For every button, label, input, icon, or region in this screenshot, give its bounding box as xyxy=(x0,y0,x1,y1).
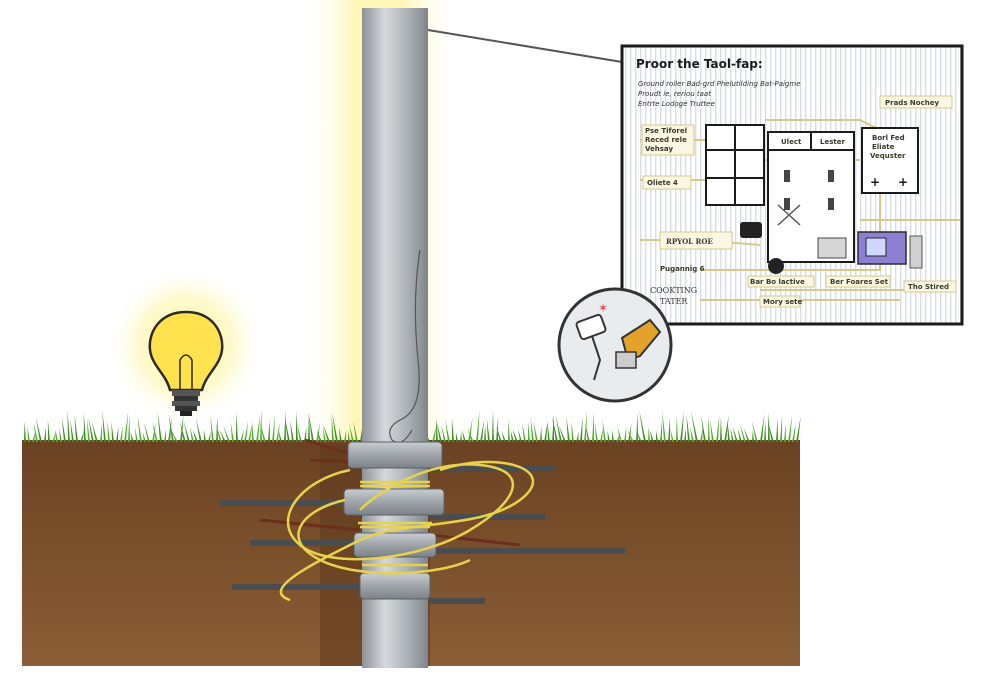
label-bottom-2: Ber Foares Set xyxy=(830,278,889,286)
right-box-3: Vequster xyxy=(870,152,906,160)
label-left-top-3: Vehsay xyxy=(645,145,673,153)
grass xyxy=(24,410,801,442)
label-left-box: RPYOL ROE xyxy=(666,237,713,246)
plus-icon: + xyxy=(898,175,908,189)
label-right-top: Prads Nochey xyxy=(885,99,939,107)
inset-title: Proor the Taol-fap: xyxy=(636,57,763,71)
ground-rod xyxy=(430,466,555,472)
light-bulb-icon xyxy=(148,310,224,416)
inset-intro-line3: Entrte Lodoge Truttee xyxy=(638,100,715,108)
center-header-2: Lester xyxy=(820,138,845,146)
label-left-top-2: Reced rele xyxy=(645,136,687,144)
label-bottom-3: Mory sete xyxy=(763,298,802,306)
label-bottom-4: Tho Stired xyxy=(908,283,949,291)
right-box-2: Eliate xyxy=(872,143,895,151)
label-bottom-serif-1: COOKTING xyxy=(650,286,697,295)
connector-magnifier: ✶ xyxy=(557,287,673,403)
plus-icon: + xyxy=(870,175,880,189)
x-mark-icon xyxy=(777,204,801,226)
knob-icon xyxy=(768,258,784,274)
ground-rod xyxy=(232,584,367,590)
label-left-low: Pugannig 6 xyxy=(660,265,705,273)
ground-rod xyxy=(250,540,365,546)
inset-intro-line1: Ground roiler Bad-grd Phelutilding Bat-P… xyxy=(638,80,801,88)
pole xyxy=(362,8,428,668)
inset-intro-line2: Proudt ie, reriou taat xyxy=(638,90,711,98)
label-left-top-1: Pse Tiforel xyxy=(645,127,687,135)
clamp xyxy=(343,488,445,516)
copper-strap xyxy=(259,438,521,547)
label-bottom-1: Bar Bo lactive xyxy=(750,278,805,286)
breaker-icons xyxy=(784,170,834,210)
switch-grid xyxy=(705,124,765,206)
ground-rod xyxy=(430,548,625,554)
ground-rod xyxy=(220,500,365,506)
clamp xyxy=(347,441,443,469)
label-left-mid: Oliete 4 xyxy=(647,179,678,187)
connector-wire xyxy=(427,29,623,63)
center-header-1: Ulect xyxy=(781,138,802,146)
label-bottom-serif-2: TATER xyxy=(660,297,688,306)
ground-rod xyxy=(430,598,485,604)
spark-icon: ✶ xyxy=(598,301,608,315)
rope xyxy=(280,460,535,602)
right-box-1: Borl Fed xyxy=(872,134,905,142)
inset-panel: Proor the Taol-fap: Ground roiler Bad-gr… xyxy=(620,44,964,326)
clamp xyxy=(359,572,431,600)
